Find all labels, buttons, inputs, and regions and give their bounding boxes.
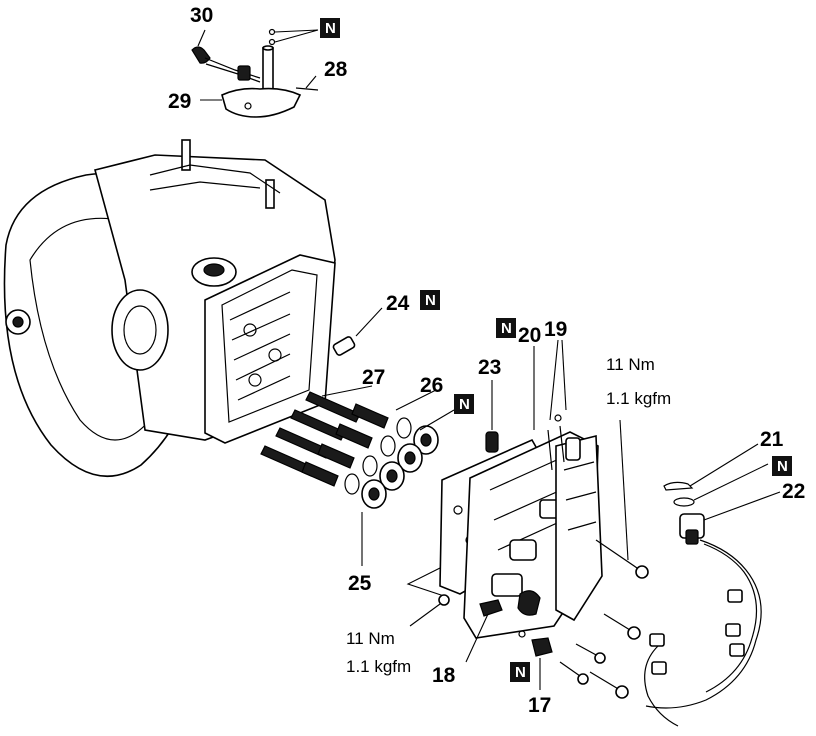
new-part-badge-20: N [496,318,516,338]
svg-text:N: N [501,320,512,337]
callout-28: 28 [324,58,348,81]
callout-25: 25 [348,572,372,595]
new-part-badge-top: N [320,18,340,38]
callout-29: 29 [168,90,191,113]
valve-body-assembly [406,339,603,663]
svg-text:N: N [325,20,336,37]
callout-22: 22 [782,480,805,503]
torque-right-kgfm: 1.1 kgfm [606,389,671,408]
torque-left-nm: 11 Nm [346,629,395,648]
part-23-spring [485,380,499,453]
callout-23: 23 [478,356,501,379]
callout-27: 27 [362,366,385,389]
callout-21: 21 [760,428,784,451]
svg-text:N: N [777,458,788,475]
callout-18: 18 [432,664,456,687]
torque-right-nm: 11 Nm [606,355,655,374]
callout-30: 30 [190,4,213,27]
callout-20: 20 [518,324,541,347]
wiring-harness [644,443,781,727]
manual-control-lever-assembly [191,28,319,118]
new-part-badge-17: N [510,662,530,682]
callout-19: 19 [544,318,567,341]
part-24-sleeve [332,307,383,356]
callout-17: 17 [528,694,551,717]
svg-text:N: N [459,396,470,413]
springs-and-plugs [260,385,455,566]
svg-text:N: N [425,292,436,309]
new-part-badge-26: N [454,394,474,414]
part-17-sensor [518,630,553,690]
transaxle-case [3,139,336,478]
new-part-badge-21: N [772,456,792,476]
new-part-badge-24: N [420,290,440,310]
svg-text:N: N [515,664,526,681]
mounting-bolts [409,419,649,699]
callout-26: 26 [420,374,443,397]
callout-24: 24 [386,292,410,315]
torque-left-kgfm: 1.1 kgfm [346,657,411,676]
